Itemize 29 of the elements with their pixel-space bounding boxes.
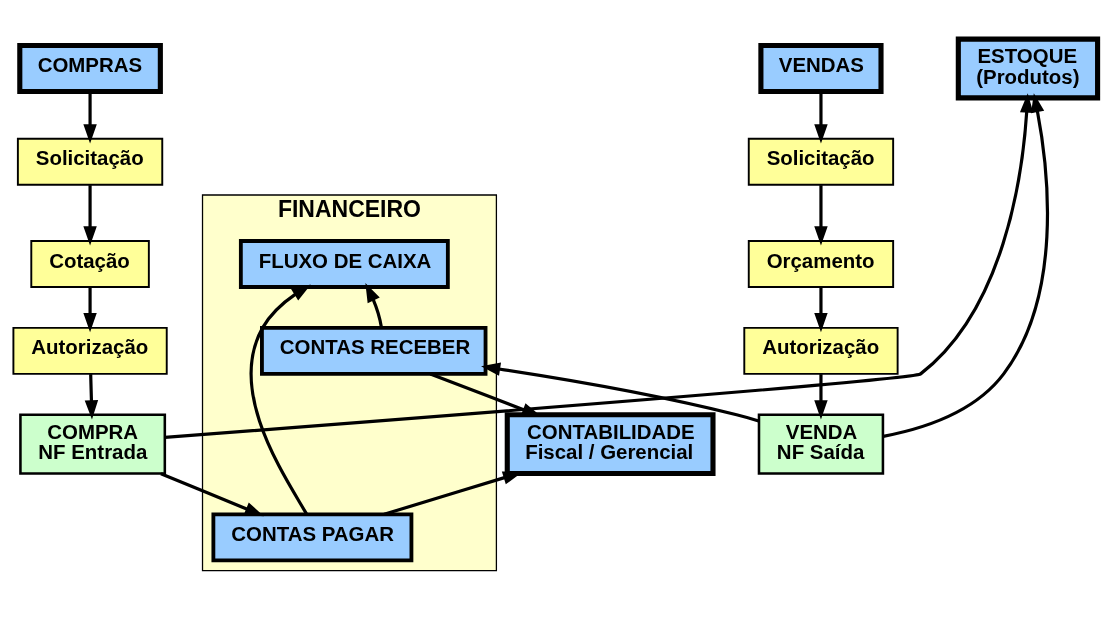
- arrow: [882, 92, 1050, 438]
- node-box: FLUXO DE CAIXA: [238, 238, 450, 289]
- node-box: CONTABILIDADE Fiscal / Gerencial: [504, 411, 716, 476]
- arrow: [160, 471, 264, 516]
- arrow: [481, 362, 760, 422]
- node-box: CONTAS RECEBER: [260, 325, 488, 376]
- node-box: COMPRAS: [17, 42, 163, 94]
- arrow: [83, 184, 97, 245]
- node-box: ESTOQUE (Produtos): [955, 36, 1101, 100]
- node-box: VENDA NF Saída: [757, 413, 885, 475]
- arrow: [83, 286, 97, 332]
- node-box: Autorização: [12, 326, 168, 375]
- node-box: CONTAS PAGAR: [211, 512, 414, 562]
- node-box: VENDAS: [758, 42, 884, 94]
- arrow: [814, 373, 828, 419]
- arrow: [814, 286, 828, 332]
- node-box: Autorização: [743, 326, 899, 375]
- node-box: Cotação: [30, 239, 150, 288]
- arrow: [83, 91, 97, 144]
- arrow: [814, 184, 828, 245]
- arrow: [84, 373, 99, 419]
- arrow: [249, 283, 311, 515]
- node-box: COMPRA NF Entrada: [19, 413, 167, 475]
- arrow: [365, 282, 383, 328]
- arrow: [814, 91, 828, 144]
- node-box: Orçamento: [747, 239, 895, 288]
- node-box: Solicitação: [16, 137, 164, 186]
- arrow: [164, 92, 1034, 439]
- node-box: Solicitação: [747, 137, 895, 186]
